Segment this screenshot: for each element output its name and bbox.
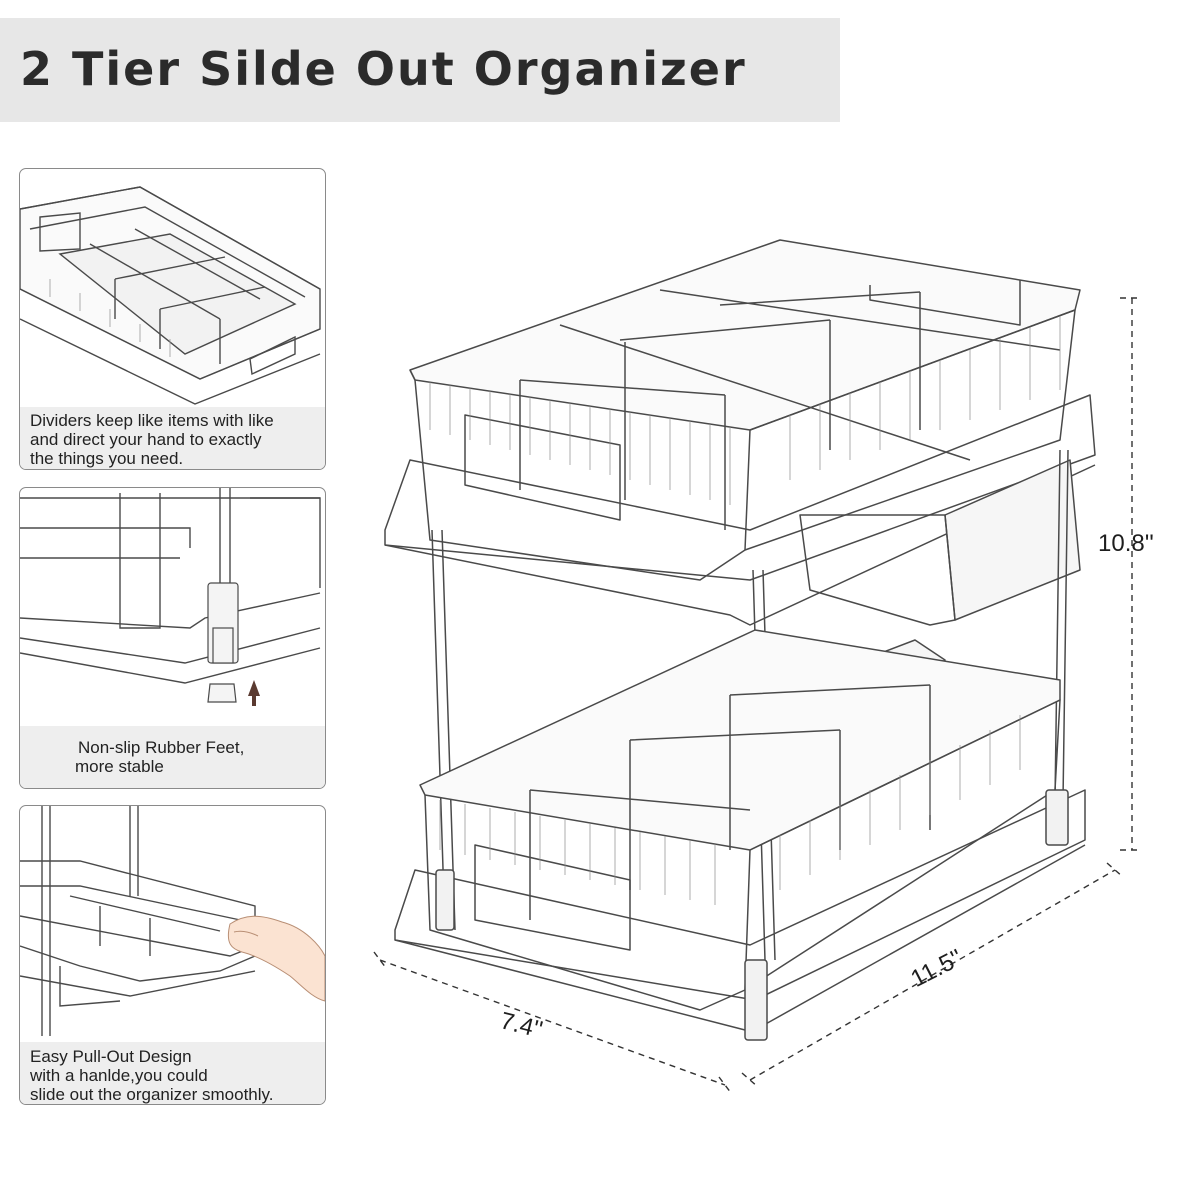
hand-icon	[227, 915, 325, 1002]
dividers-closeup-image	[20, 186, 321, 405]
up-arrow-icon	[248, 680, 260, 706]
caption-line: Easy Pull-Out Design	[30, 1047, 192, 1066]
organizer-product-image	[373, 239, 1140, 1094]
height-dimension-label: 10.8''	[1098, 530, 1154, 557]
caption-line: slide out the organizer smoothly.	[30, 1085, 274, 1104]
caption-line: and direct your hand to exactly	[30, 430, 262, 449]
pull-out-closeup-image	[20, 806, 325, 1036]
caption-line: with a hanlde,you could	[30, 1066, 208, 1085]
title-banner: 2 Tier Silde Out Organizer	[0, 18, 840, 122]
feature-card-pull-out: Easy Pull-Out Design with a hanlde,you c…	[19, 805, 326, 1105]
caption-dividers: Dividers keep like items with like and d…	[20, 407, 325, 469]
caption-rubber-feet: Non-slip Rubber Feet, more stable	[20, 726, 325, 788]
feature-card-dividers: Dividers keep like items with like and d…	[19, 168, 326, 470]
caption-line: more stable	[75, 757, 164, 776]
caption-line: Dividers keep like items with like	[30, 411, 274, 430]
caption-line: the things you need.	[30, 449, 184, 468]
page-title: 2 Tier Silde Out Organizer	[20, 42, 747, 96]
rubber-feet-closeup-image	[20, 488, 321, 706]
caption-pull-out: Easy Pull-Out Design with a hanlde,you c…	[20, 1042, 325, 1104]
feature-card-rubber-feet: Non-slip Rubber Feet, more stable	[19, 487, 326, 789]
caption-line: Non-slip Rubber Feet,	[78, 738, 245, 757]
